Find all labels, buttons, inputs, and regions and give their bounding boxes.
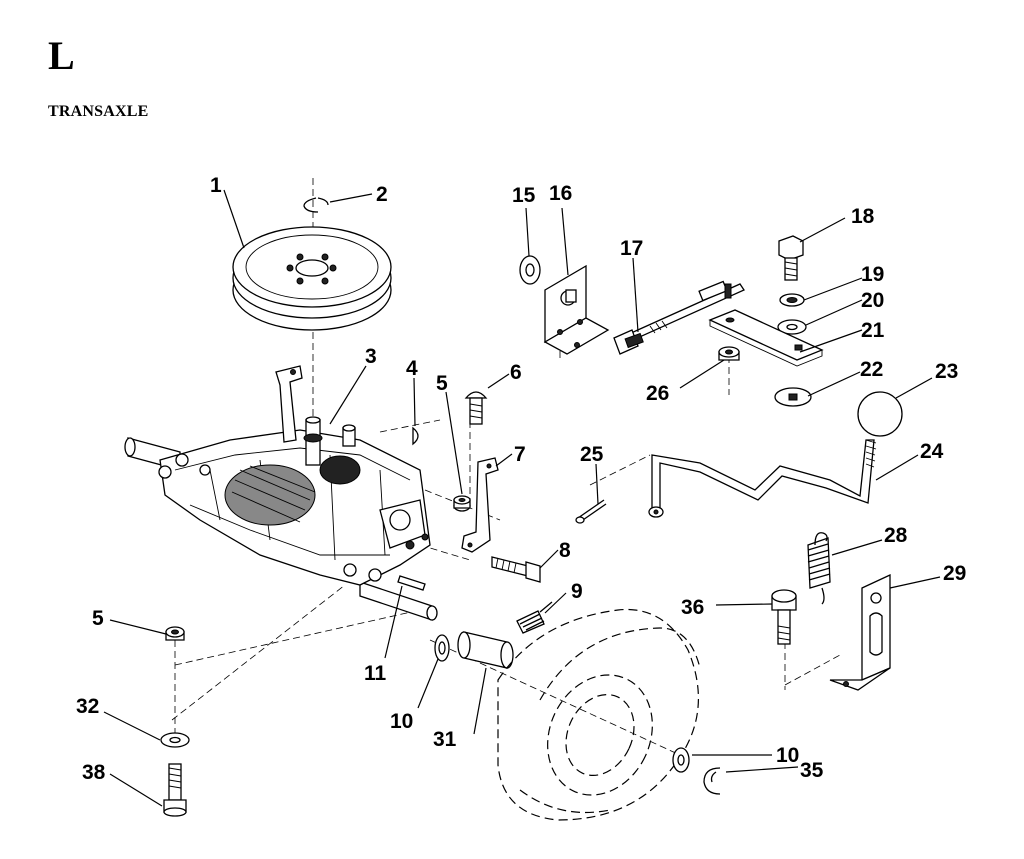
callout-29: 29 <box>943 562 966 585</box>
callout-11: 11 <box>364 662 387 685</box>
callout-labels: 1 2 3 4 5 5 6 7 8 9 10 10 11 15 16 17 18… <box>76 174 966 784</box>
part-29-bracket <box>829 573 891 691</box>
callout-5-lower: 5 <box>92 607 104 630</box>
part-16-pivot-bracket <box>543 264 610 355</box>
callout-leader-lines <box>103 189 941 807</box>
callout-4: 4 <box>406 357 418 380</box>
callout-15: 15 <box>512 184 536 207</box>
part-38-hex-bolt <box>163 763 187 817</box>
callout-21: 21 <box>861 319 885 342</box>
part-3-transaxle-housing <box>124 365 438 621</box>
part-20-flat-washer <box>777 319 807 335</box>
part-5-nut-lower <box>165 626 185 641</box>
callout-10-right: 10 <box>776 744 799 767</box>
callout-36: 36 <box>681 596 704 619</box>
callout-24: 24 <box>920 440 944 463</box>
part-15-washer <box>519 255 541 285</box>
callout-31: 31 <box>433 728 457 751</box>
callout-18: 18 <box>851 205 875 228</box>
callout-19: 19 <box>861 263 884 286</box>
part-28-extension-spring <box>807 532 831 605</box>
part-8-hex-bolt <box>491 556 541 583</box>
part-5-nut-upper <box>453 495 471 512</box>
callout-25: 25 <box>580 443 604 466</box>
callout-17: 17 <box>620 237 643 260</box>
part-19-lock-washer <box>779 293 805 307</box>
callout-6: 6 <box>510 361 522 384</box>
part-2-retaining-clip <box>303 197 329 213</box>
rear-wheel-tire-outline <box>497 608 701 821</box>
part-9-spring <box>516 601 553 634</box>
part-10-washer-left <box>434 634 450 662</box>
part-23-knob <box>857 391 903 437</box>
callout-8: 8 <box>559 539 571 562</box>
callout-32: 32 <box>76 695 99 718</box>
part-21-link-plate <box>708 309 824 367</box>
part-11-key <box>397 575 426 591</box>
callout-38: 38 <box>82 761 106 784</box>
section-letter: L <box>48 33 75 78</box>
part-18-hex-bolt <box>778 235 804 281</box>
part-10-washer-right <box>672 747 690 773</box>
part-17-control-rod <box>613 280 745 355</box>
callout-23: 23 <box>935 360 958 383</box>
callout-1: 1 <box>210 174 222 197</box>
callout-16: 16 <box>549 182 572 205</box>
part-4-key <box>412 426 419 446</box>
part-36-shoulder-bolt <box>771 589 797 645</box>
part-25-cotter-pin <box>575 499 607 524</box>
callout-20: 20 <box>861 289 884 312</box>
callout-5-upper: 5 <box>436 372 448 395</box>
callout-7: 7 <box>514 443 526 466</box>
callout-2: 2 <box>376 183 388 206</box>
callout-28: 28 <box>884 524 908 547</box>
callout-10-left: 10 <box>390 710 413 733</box>
part-22-square-washer <box>774 387 812 407</box>
part-24-shift-lever <box>648 439 877 518</box>
callout-35: 35 <box>800 759 824 782</box>
part-32-washer <box>160 732 190 748</box>
part-7-bracket <box>461 457 499 553</box>
callout-9: 9 <box>571 580 583 603</box>
part-35-e-ring <box>703 767 721 795</box>
part-6-carriage-bolt <box>464 391 488 425</box>
callout-3: 3 <box>365 345 377 368</box>
callout-26: 26 <box>646 382 669 405</box>
part-26-nut <box>718 346 740 361</box>
part-31-spacer-tube <box>457 631 514 669</box>
section-title: TRANSAXLE <box>48 103 149 120</box>
part-1-pulley <box>232 226 392 331</box>
callout-22: 22 <box>860 358 883 381</box>
